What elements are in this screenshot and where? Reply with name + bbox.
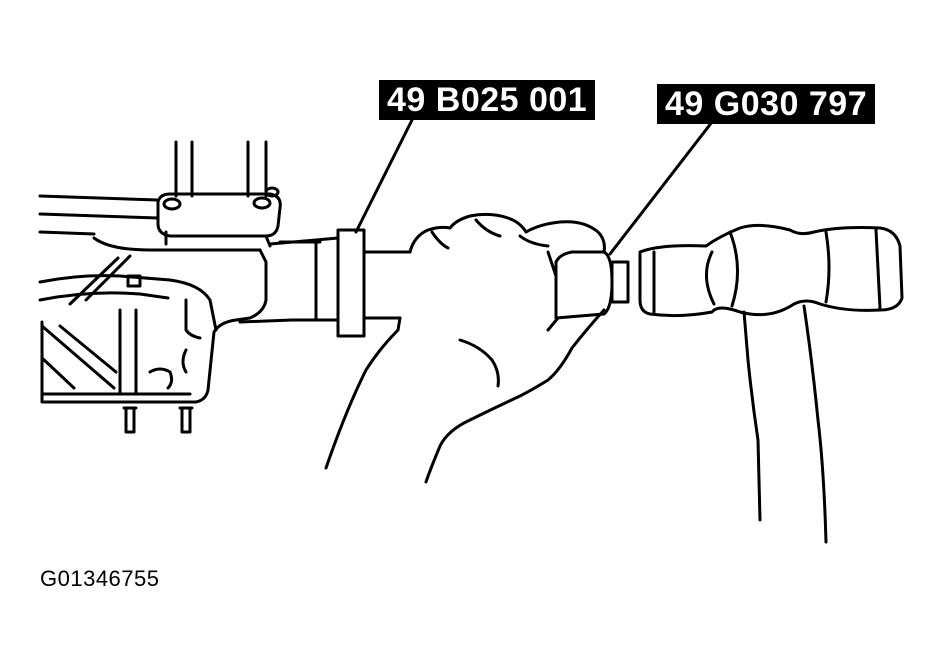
leader-line-b — [608, 120, 714, 256]
hand — [324, 212, 630, 484]
collar-ring — [336, 228, 366, 338]
figure-id: G01346755 — [40, 566, 160, 591]
tool-number-label-b: 49 G030 797 — [657, 84, 876, 124]
hammer — [638, 223, 904, 544]
gear-housing — [38, 140, 322, 434]
tool-number-label-a: 49 B025 001 — [379, 80, 596, 120]
tube-shaft — [238, 228, 412, 338]
leader-line-a — [354, 118, 414, 234]
